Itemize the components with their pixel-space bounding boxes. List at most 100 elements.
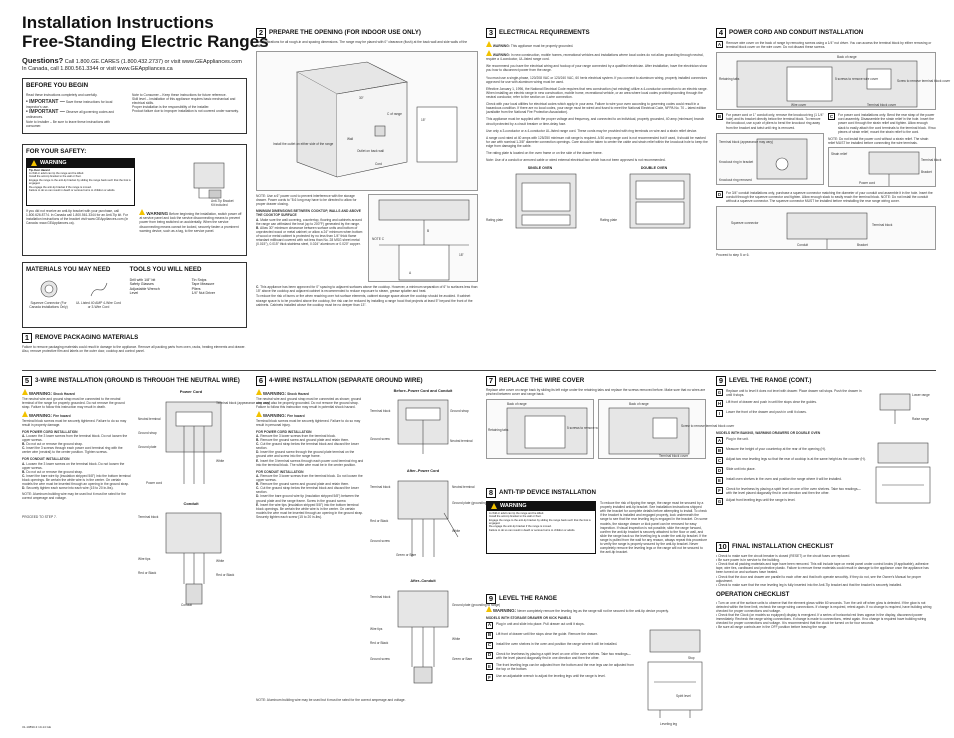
s5-cd-step: Do not cut or remove the ground strap. <box>26 469 83 474</box>
step-number: 3 <box>486 28 496 38</box>
label-red: Red or Black <box>138 571 157 575</box>
s6-cd-step: Cut the ground strap below the terminal … <box>256 486 359 495</box>
s6-cd-step: Insert the bare ground wire tip (insulat… <box>256 494 360 503</box>
s9b-step: Adjust front leveling legs until the ran… <box>726 498 796 503</box>
safety-warning-label: WARNING <box>40 159 67 166</box>
tip-line: A child or adult can tip the range and b… <box>489 511 544 515</box>
label-screw: 5 screws to remove wire cover <box>835 77 879 82</box>
label-pcord: Power cord <box>146 481 163 485</box>
label-ground: Ground strap <box>138 431 157 435</box>
label-gsc: Ground screw <box>370 437 390 441</box>
warning-triangle-icon <box>486 50 492 57</box>
label-gs: Ground strap <box>450 409 469 413</box>
s5-note: NOTE: Aluminum building wire may be used… <box>22 492 126 501</box>
s9-step: The front leveling legs can be adjusted … <box>496 662 634 672</box>
s5-cd-head: FOR CONDUIT INSTALLATION <box>22 457 70 462</box>
label-note-c: NOTE C <box>372 237 385 242</box>
s6-w2-title: Fire hazard <box>287 413 305 418</box>
bracket-label: Anti-Tip Bracket <box>211 198 234 203</box>
s7-text: Replace wire cover on range back by slid… <box>486 388 706 397</box>
step4-heading: POWER CORD AND CONDUIT INSTALLATION <box>729 29 864 37</box>
footer-code: 31-10890-3 10-14 GE <box>22 725 52 729</box>
material-item: UL Listed 40 AMP 4-Wire Cord or 3-Wire C… <box>76 300 121 309</box>
s3-p4: Check with your local utilities for elec… <box>486 102 707 115</box>
step-letter: A <box>716 437 723 445</box>
label-tbc: Terminal block cover <box>867 103 897 108</box>
replace-cover-illustration-right: Back of range Screw to remove terminal b… <box>598 399 734 460</box>
opening-illustration: Install the outlet on either side of the… <box>256 51 478 192</box>
step2-c: This appliance has been approved for 0" … <box>256 285 478 294</box>
s9b-step: Install oven shelves in the oven and pos… <box>726 477 842 482</box>
tool-item: Tin Snips <box>191 277 207 282</box>
step-number: 5 <box>22 376 32 386</box>
label-gs2: Ground screw <box>370 657 390 661</box>
s4-c: For power cord installations only: Bend … <box>838 113 936 134</box>
label-tb: Terminal block <box>370 409 391 413</box>
power-cord-title: Power Cord <box>179 389 203 394</box>
replace-cover-diagram-right <box>608 407 690 455</box>
tool-item: Level <box>129 291 139 296</box>
three-wire-conduit-diagram <box>165 512 222 605</box>
label-raise: Raise range <box>912 417 930 421</box>
label-lower: Lower range <box>912 393 930 397</box>
tip-line: Install the anti-tip bracket to the wall… <box>489 515 542 519</box>
label-knockout-removed: Knockout ring removed <box>719 177 752 182</box>
title-line-1: Installation Instructions <box>22 13 214 32</box>
level-illustration: Stop Spirit level Leveling leg <box>640 622 708 738</box>
s5-w1-text: The neutral wire and ground strap must b… <box>22 396 125 409</box>
double-oven-level-diagram <box>875 442 931 504</box>
s4-b: For power cord or 1" conduit only, remov… <box>726 113 824 130</box>
s5-cd-step: Securely tighten each screw into each wi… <box>26 486 114 491</box>
step7-heading: REPLACE THE WIRE COVER <box>499 377 585 385</box>
label-wire: Wire tips <box>138 557 151 561</box>
step-number: 2 <box>256 28 266 38</box>
double-oven-illustration: DOUBLE OVEN Rating plate <box>600 166 708 236</box>
step-letter: D <box>486 651 493 659</box>
squeeze-connector-icon <box>40 280 57 298</box>
label-tb: Terminal block (appearance may vary) <box>216 401 271 405</box>
before-intro: Read these instructions completely and c… <box>26 92 98 97</box>
range-cord-icon <box>90 282 107 296</box>
bracket-diagram-icon <box>193 162 225 199</box>
step-number: 9 <box>716 376 726 386</box>
tip-line: Re-engage the anti-tip bracket if the ra… <box>29 185 92 189</box>
label-leveler: Leveling leg <box>660 721 678 726</box>
before-you-begin-box: BEFORE YOU BEGIN Read these instructions… <box>22 78 247 134</box>
double-oven-diagram <box>629 173 691 229</box>
step2-intro: See illustrations for all rough-in and s… <box>256 40 468 49</box>
step-letter: D <box>716 467 723 475</box>
step10-heading: FINAL INSTALLATION CHECKLIST <box>732 543 834 551</box>
s9-step: Install the oven shelves in the oven and… <box>496 641 618 646</box>
warning-triangle-icon <box>31 160 37 167</box>
label-b: B <box>427 229 430 234</box>
s3-w1-text: This appliance must be properly grounded… <box>510 44 574 48</box>
label-stop: Stop <box>688 655 695 660</box>
label-tb: Terminal block <box>370 595 391 599</box>
s6-pc-step: Insert the 3 terminal screws through eac… <box>256 458 364 467</box>
label-tb3: Terminal block <box>872 223 893 228</box>
strain-relief-diagram <box>868 151 920 186</box>
questions-label: Questions? <box>22 56 64 65</box>
step1-heading: REMOVE PACKAGING MATERIALS <box>35 334 139 342</box>
step5-heading: 3-WIRE INSTALLATION (GROUND IS THROUGH T… <box>35 377 240 385</box>
label-knockout: Knockout ring in bracket <box>719 159 754 164</box>
safety-box: FOR YOUR SAFETY: WARNING Tip-Over Hazard… <box>22 144 247 256</box>
step1-text: Failure to remove packaging materials co… <box>22 345 246 354</box>
safety-heading: FOR YOUR SAFETY: <box>26 148 87 155</box>
s5-w1-title: Shock Hazard <box>53 392 75 396</box>
wire-cover-diagram <box>736 60 918 108</box>
leveling-leg-diagram <box>879 393 911 424</box>
step-number: 10 <box>716 542 729 552</box>
step-number: 4 <box>716 28 726 38</box>
four-wire-after-cord-diagram <box>397 480 459 557</box>
label-tb2: Terminal block <box>138 515 159 519</box>
s6-cd-head: FOR CONDUIT INSTALLATION <box>256 469 304 474</box>
tip-line: A child or adult can tip the range and b… <box>29 172 84 175</box>
label-red2: Red or Black <box>216 573 235 577</box>
label-dim18: 18" <box>459 253 464 258</box>
s9-step: Check for levelness by placing a spirit … <box>496 651 631 660</box>
label-tb2: Terminal block <box>921 157 942 162</box>
clearance-illustration: B NOTE C 18" A <box>368 194 478 283</box>
